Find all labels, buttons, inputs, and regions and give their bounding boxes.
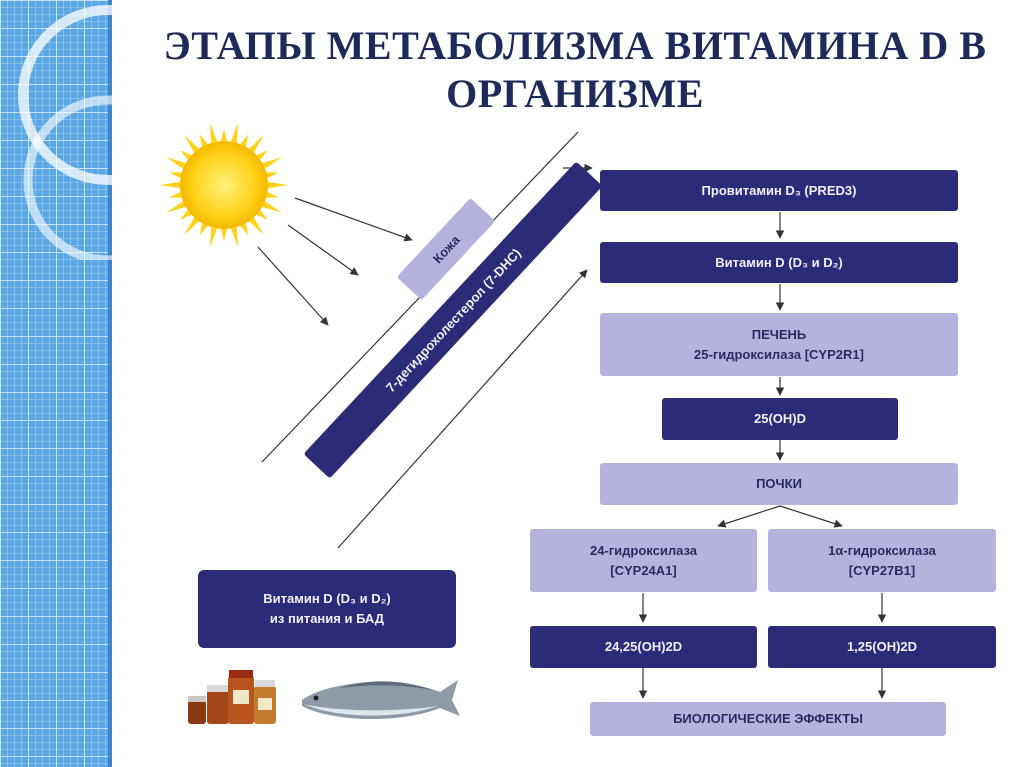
sun-ray (248, 134, 264, 153)
dhc-box: 7-дегидрохолестерол (7-DHC) (303, 161, 603, 479)
flow-arrow (779, 505, 843, 528)
supplement-jars-icon (188, 670, 276, 724)
sunlight-arrow (257, 246, 329, 326)
sun-ray (256, 209, 268, 220)
sun-ray (262, 157, 282, 169)
title-line-2: ОРГАНИЗМЕ (446, 71, 704, 116)
sun-ray (230, 227, 239, 248)
diet-vitamin-d-label-1: Витамин D (D₃ и D₂) (263, 591, 391, 606)
sun-ray (266, 172, 279, 179)
hydroxylase-24-box: 24-гидроксилаза [CYP24A1] (530, 529, 757, 592)
biological-effects-box: БИОЛОГИЧЕСКИЕ ЭФФЕКТЫ (590, 702, 946, 736)
sun-ray (199, 134, 208, 147)
kidneys-label: ПОЧКИ (756, 476, 802, 491)
fish-icon (302, 680, 460, 720)
decorative-strip-edge (108, 0, 112, 767)
sun-ray (209, 122, 218, 143)
liver-enzyme-label: 25-гидроксилаза [CYP2R1] (694, 346, 864, 362)
decorative-grid-strip (0, 0, 112, 767)
sunlight-arrow (287, 224, 359, 276)
biological-effects-label: БИОЛОГИЧЕСКИЕ ЭФФЕКТЫ (673, 711, 863, 726)
sun-ray (262, 201, 282, 213)
provitamin-d3-box: Провитамин D₃ (PRED3) (600, 170, 958, 211)
sun-ray (209, 227, 218, 248)
flow-arrow (717, 505, 781, 528)
hydroxylase-24-code: [CYP24A1] (610, 562, 677, 578)
sun-ray (240, 134, 249, 147)
product-2425-box: 24,25(OH)2D (530, 626, 757, 668)
page-title: ЭТАПЫ МЕТАБОЛИЗМА ВИТАМИНА D В ОРГАНИЗМЕ (130, 22, 1020, 118)
sun-ray (248, 217, 264, 236)
sun-ray (220, 228, 228, 241)
title-line-1: ЭТАПЫ МЕТАБОЛИЗМА ВИТАМИНА D В (163, 23, 987, 68)
sun-ray (256, 150, 268, 161)
kidneys-box: ПОЧКИ (600, 463, 958, 505)
diet-vitamin-d-label-2: из питания и БАД (269, 611, 385, 626)
product-125-box: 1,25(OH)2D (768, 626, 996, 668)
vitamin-d-box: Витамин D (D₃ и D₂) (600, 242, 958, 283)
provitamin-d3-label: Провитамин D₃ (PRED3) (701, 182, 857, 198)
hydroxylase-24-label: 24-гидроксилаза (589, 542, 698, 558)
sunlight-arrow (294, 197, 413, 242)
ohd25-label: 25(OH)D (753, 411, 806, 426)
liver-label: ПЕЧЕНЬ (751, 326, 807, 342)
sun-ray (266, 191, 279, 198)
diet-vitamin-d-box: Витамин D (D₃ и D₂) из питания и БАД (198, 570, 456, 648)
sun-ray (199, 223, 208, 236)
hydroxylase-1a-code: [CYP27B1] (848, 562, 916, 578)
ohd25-box: 25(OH)D (662, 398, 898, 440)
skin-label: Кожа (429, 232, 463, 266)
vitamin-d-label: Витамин D (D₃ и D₂) (715, 254, 843, 270)
product-125-label: 1,25(OH)2D (846, 639, 918, 654)
sun-ray (240, 223, 249, 236)
sun-ray (267, 181, 288, 189)
sun-ray (230, 122, 239, 143)
hydroxylase-1a-box: 1α-гидроксилаза [CYP27B1] (768, 529, 996, 592)
product-2425-label: 24,25(OH)2D (604, 639, 683, 654)
hydroxylase-1a-label: 1α-гидроксилаза (828, 542, 936, 558)
sun-ray (220, 129, 228, 142)
liver-box: ПЕЧЕНЬ 25-гидроксилаза [CYP2R1] (600, 313, 958, 376)
